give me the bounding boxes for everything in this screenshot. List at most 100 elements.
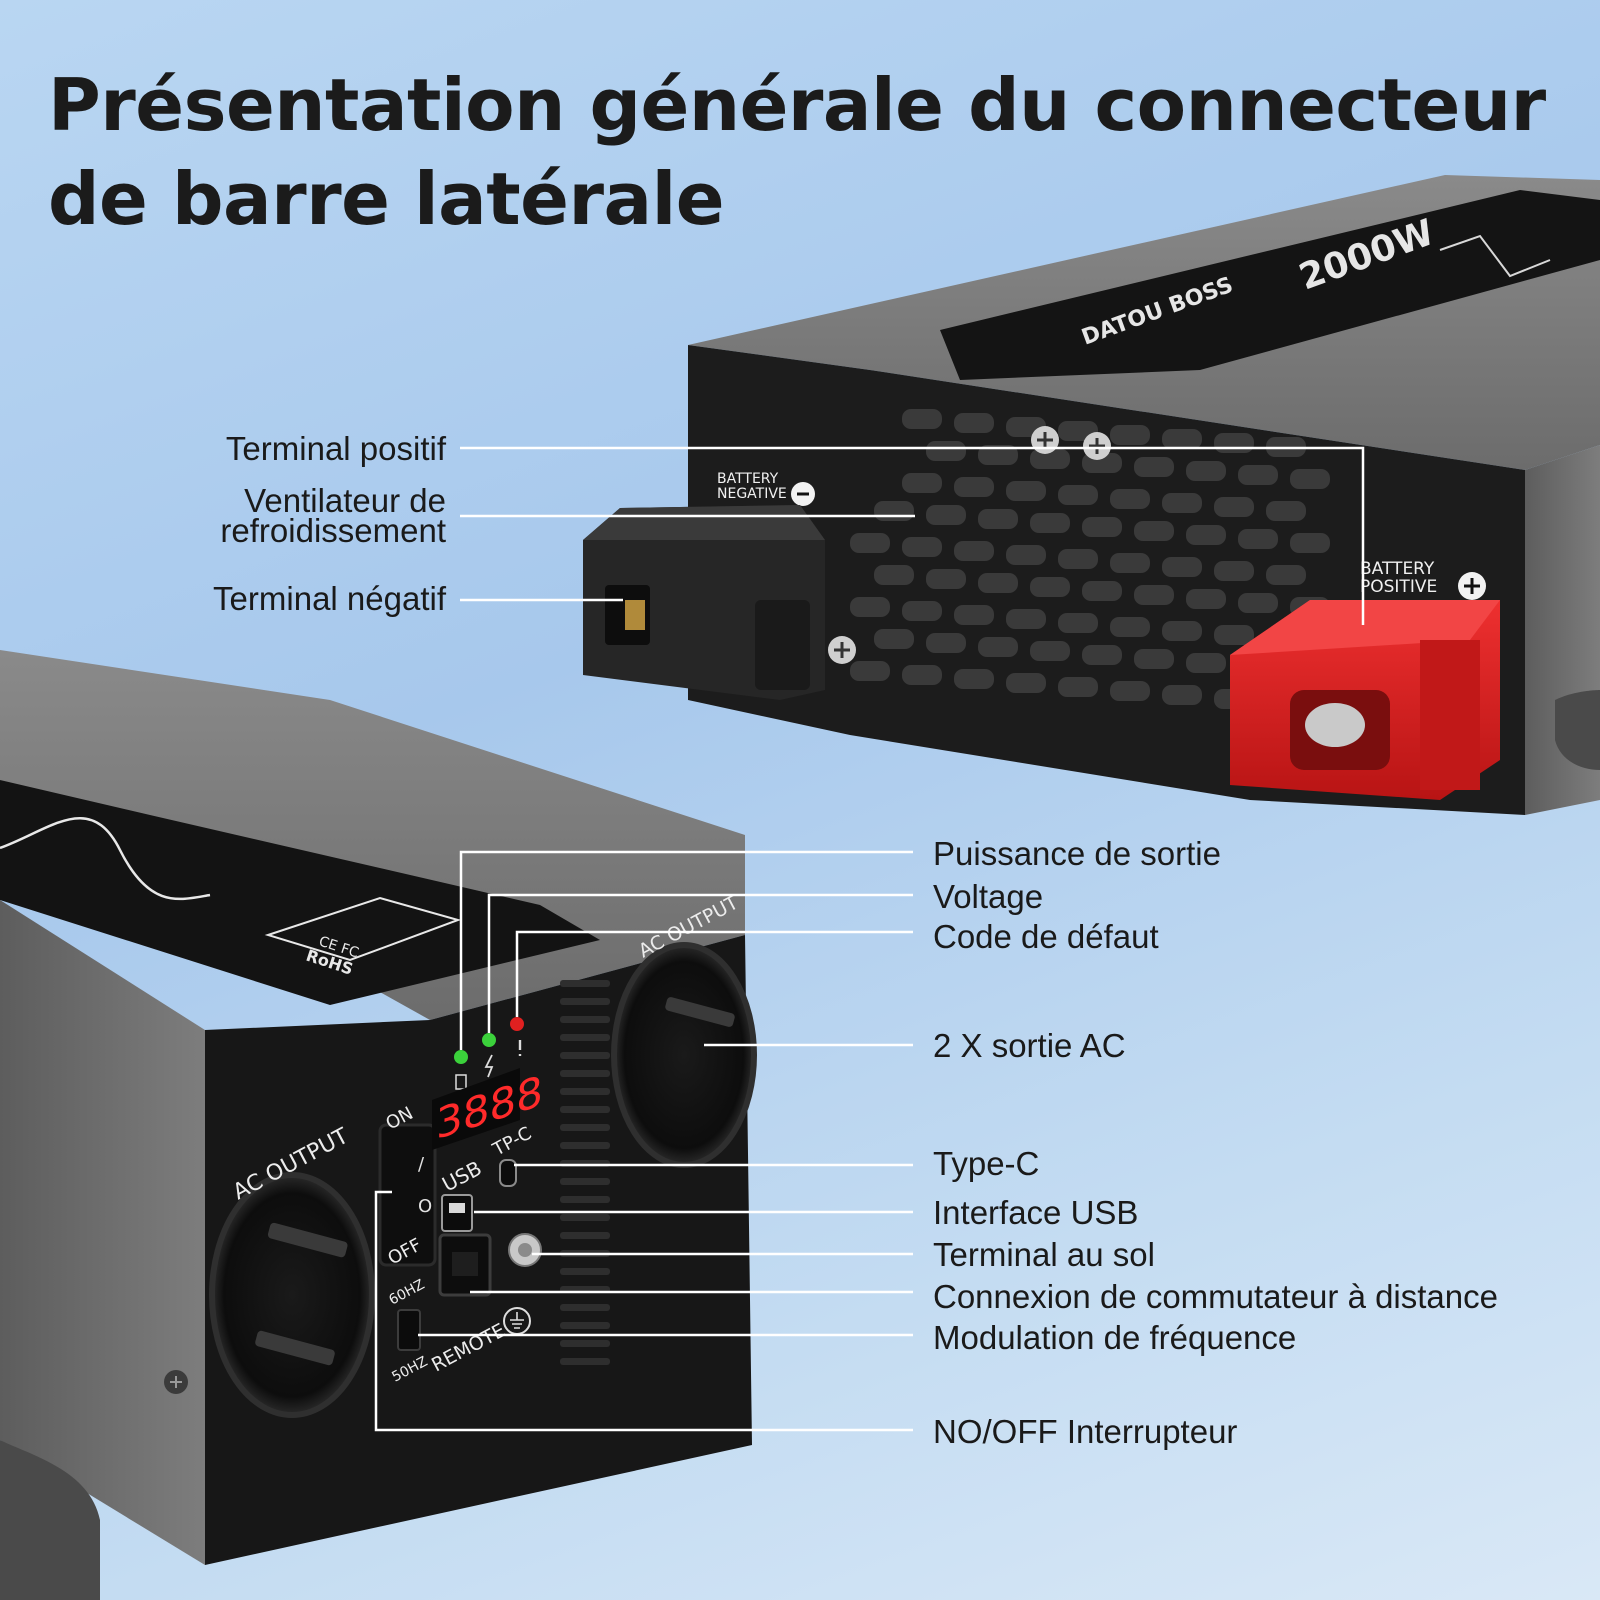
callout-interrupteur: NO/OFF Interrupteur bbox=[933, 1413, 1238, 1450]
vent-slot bbox=[1186, 589, 1226, 609]
vent-slot bbox=[560, 1214, 610, 1221]
vent-slot bbox=[1030, 577, 1070, 597]
power-switch: / O bbox=[378, 1123, 437, 1267]
vent-slot bbox=[1110, 425, 1150, 445]
leader-interrupteur bbox=[374, 1190, 913, 1432]
cooling-vents bbox=[560, 980, 610, 1365]
vent-slot bbox=[954, 605, 994, 625]
voltage-led bbox=[482, 1033, 496, 1047]
vent-slot bbox=[902, 601, 942, 621]
inverter-output-side: CE FC RoHS / O bbox=[0, 650, 1600, 1600]
type-c-port bbox=[499, 1159, 517, 1187]
battery-negative-mark: BATTERY bbox=[717, 471, 779, 487]
vent-slot bbox=[1290, 533, 1330, 553]
vent-slot bbox=[978, 637, 1018, 657]
vent-slot bbox=[874, 629, 914, 649]
vent-slot bbox=[1186, 461, 1226, 481]
vent-slot bbox=[1214, 561, 1254, 581]
plus-icon bbox=[1458, 572, 1486, 600]
vent-slot bbox=[902, 409, 942, 429]
vent-slot bbox=[1006, 673, 1046, 693]
vent-slot bbox=[560, 1052, 610, 1059]
page-title-line: Présentation générale du connecteur bbox=[48, 63, 1546, 147]
vent-slot bbox=[1162, 429, 1202, 449]
vent-slot bbox=[1006, 545, 1046, 565]
vent-slot bbox=[902, 665, 942, 685]
page-title-line: de barre latérale bbox=[48, 157, 725, 241]
negative-terminal-cap bbox=[583, 505, 825, 700]
vent-slot bbox=[1006, 609, 1046, 629]
vent-slot bbox=[1238, 465, 1278, 485]
callout-code-defaut: Code de défaut bbox=[933, 918, 1159, 955]
mounting-foot bbox=[1555, 690, 1600, 770]
vent-slot bbox=[560, 1178, 610, 1185]
vent-slot bbox=[902, 473, 942, 493]
vent-slot bbox=[560, 1196, 610, 1203]
vent-slot bbox=[926, 633, 966, 653]
fault-led bbox=[510, 1017, 524, 1031]
vent-slot bbox=[954, 669, 994, 689]
vent-slot bbox=[1030, 641, 1070, 661]
vent-slot bbox=[560, 1340, 610, 1347]
frequency-switch bbox=[397, 1309, 421, 1351]
vent-slot bbox=[1186, 653, 1226, 673]
vent-slot bbox=[1238, 529, 1278, 549]
vent-slot bbox=[874, 501, 914, 521]
vent-slot bbox=[954, 413, 994, 433]
vent-slot bbox=[1058, 485, 1098, 505]
svg-text:O: O bbox=[418, 1196, 432, 1217]
callout-sortie-ac: 2 X sortie AC bbox=[933, 1027, 1126, 1064]
vent-slot bbox=[926, 569, 966, 589]
mounting-foot bbox=[0, 1440, 100, 1600]
vent-slot bbox=[560, 1124, 610, 1131]
vent-slot bbox=[1110, 489, 1150, 509]
inverter-side-face bbox=[0, 900, 205, 1565]
vent-slot bbox=[1214, 497, 1254, 517]
leader-terminal-positif bbox=[460, 446, 1365, 625]
battery-positive-mark: BATTERY bbox=[1360, 559, 1435, 579]
callout-terminal-sol: Terminal au sol bbox=[933, 1236, 1155, 1273]
lightning-icon bbox=[484, 1054, 494, 1078]
vent-slot bbox=[560, 1304, 610, 1311]
vent-slot bbox=[1162, 557, 1202, 577]
callout-commutateur: Connexion de commutateur à distance bbox=[933, 1278, 1498, 1315]
vent-slot bbox=[850, 533, 890, 553]
vent-slot bbox=[850, 661, 890, 681]
vent-slot bbox=[1238, 593, 1278, 613]
positive-terminal-cap bbox=[1230, 600, 1500, 800]
usb-port bbox=[441, 1194, 473, 1232]
vent-slot bbox=[1082, 645, 1122, 665]
callout-type-c: Type-C bbox=[933, 1145, 1040, 1182]
vent-slot bbox=[1162, 493, 1202, 513]
sine-wave-icon bbox=[1439, 234, 1551, 278]
vent-slot bbox=[560, 1322, 610, 1329]
svg-text:/: / bbox=[418, 1154, 425, 1175]
battery-positive-mark: POSITIVE bbox=[1360, 577, 1437, 597]
ac-socket-left bbox=[209, 1172, 375, 1418]
callout-terminal-negatif: Terminal négatif bbox=[213, 580, 446, 617]
vent-slot bbox=[1058, 549, 1098, 569]
inverter-label-strip bbox=[940, 190, 1600, 380]
vent-slot bbox=[978, 445, 1018, 465]
vent-slot bbox=[1186, 525, 1226, 545]
callout-usb: Interface USB bbox=[933, 1194, 1139, 1231]
vent-slot bbox=[560, 998, 610, 1005]
vent-slot bbox=[560, 1088, 610, 1095]
vent-slot bbox=[560, 1358, 610, 1365]
vent-slot bbox=[1110, 553, 1150, 573]
remote-port bbox=[438, 1233, 492, 1297]
callout-terminal-positif: Terminal positif bbox=[225, 430, 446, 467]
vent-slot bbox=[560, 1016, 610, 1023]
vent-slot bbox=[1030, 449, 1070, 469]
callout-leader-lines bbox=[374, 446, 1365, 1432]
vent-slot bbox=[1266, 501, 1306, 521]
sine-wave-icon bbox=[0, 817, 211, 901]
vent-slot bbox=[1110, 681, 1150, 701]
vent-slot bbox=[560, 1106, 610, 1113]
vent-slot bbox=[902, 537, 942, 557]
leader-code-defaut bbox=[515, 930, 913, 1017]
vent-slot bbox=[1134, 457, 1174, 477]
inverter-label-panel bbox=[0, 780, 600, 1005]
vent-slot bbox=[1266, 565, 1306, 585]
